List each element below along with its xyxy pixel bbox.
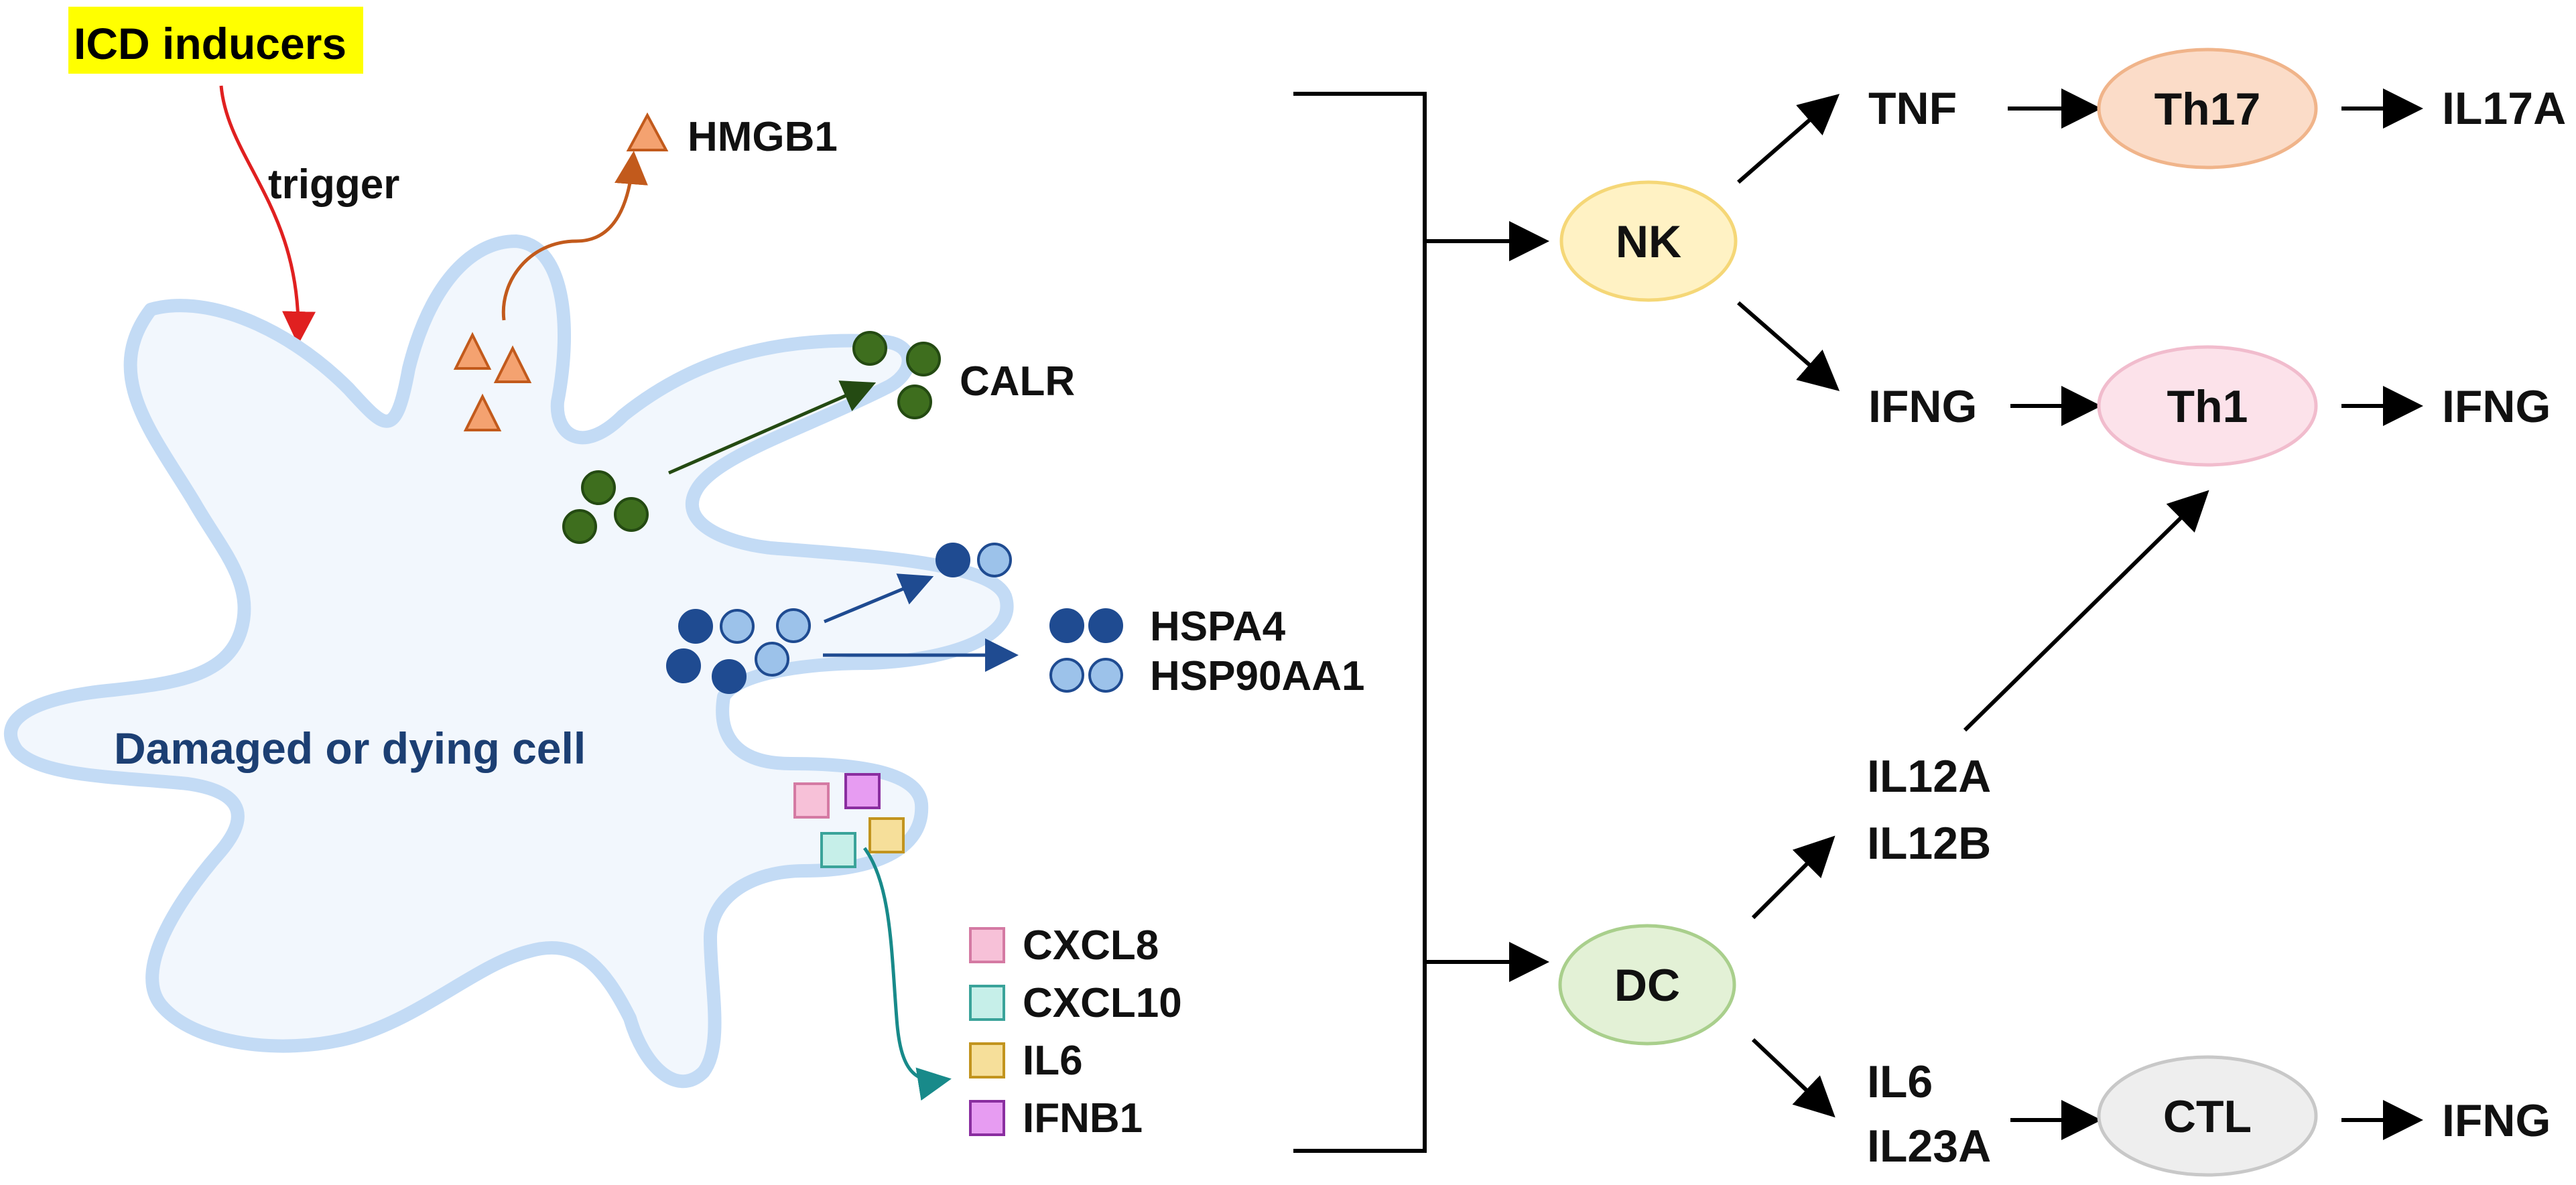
cytokine-squares-inside <box>793 773 905 868</box>
circle-icon <box>776 608 811 643</box>
dc-label: DC <box>1614 960 1680 1011</box>
circle-icon <box>581 470 616 505</box>
square-icon <box>969 1100 1005 1136</box>
triangle-icon <box>493 345 532 383</box>
cytokine-release-arrow <box>862 847 952 1101</box>
circle-icon <box>712 659 747 694</box>
calr-label: CALR <box>960 358 1075 405</box>
circle-icon <box>562 509 597 544</box>
cytokine-label: IFNB1 <box>1023 1095 1143 1141</box>
circle-icon <box>897 385 932 419</box>
hmgb1-release-arrow <box>501 151 648 321</box>
circle-icon <box>936 543 970 577</box>
damaged-cell-shape <box>3 234 1014 1089</box>
circle-icon <box>1049 608 1084 643</box>
circle-icon <box>755 642 789 677</box>
triangle-icon <box>453 332 492 370</box>
bracket <box>1293 92 1427 1153</box>
il17a-label: IL17A <box>2442 83 2566 134</box>
nk-label: NK <box>1616 216 1681 267</box>
inducer-highlight <box>68 7 363 74</box>
square-icon <box>868 817 905 853</box>
circle-icon <box>1049 658 1084 693</box>
hspa4-label: HSPA4 <box>1150 604 1286 650</box>
hmgb1-label: HMGB1 <box>688 114 838 160</box>
circle-icon <box>977 543 1012 577</box>
arrow-dc-il12 <box>1751 835 1836 920</box>
circle-icon <box>906 342 941 376</box>
inducer-label: ICD inducers <box>74 19 346 68</box>
square-icon <box>969 927 1005 963</box>
hmgb1-legend-icon <box>626 112 669 151</box>
hsp-release-arrow-up <box>824 573 934 624</box>
square-icon <box>969 1042 1005 1078</box>
ifng-th1-label: IFNG <box>2442 381 2551 432</box>
trigger-label: trigger <box>268 161 399 208</box>
circle-icon <box>666 648 701 683</box>
tnf-label: TNF <box>1868 83 1957 134</box>
circle-icon <box>1088 608 1123 643</box>
circle-icon <box>678 609 713 644</box>
cytokine-label: IL6 <box>1023 1038 1083 1084</box>
arrow-nk-tnf <box>1737 94 1840 184</box>
calr-release-arrow <box>667 380 877 475</box>
arrow-nk-ifng <box>1737 301 1840 391</box>
cell-label: Damaged or dying cell <box>114 723 586 773</box>
ifng-nk-label: IFNG <box>1868 381 1977 432</box>
dc-cell <box>1558 924 1736 1046</box>
hsp-legend-icons <box>1049 608 1123 693</box>
th1-cell <box>2097 345 2318 467</box>
circle-icon <box>1088 658 1123 693</box>
il23a-label: IL23A <box>1867 1121 1991 1172</box>
nk-cell <box>1559 180 1738 302</box>
circle-icon <box>852 331 887 366</box>
square-icon <box>969 985 1005 1021</box>
ctl-label: CTL <box>2163 1091 2252 1142</box>
cytokine-legend <box>969 927 1005 1136</box>
square-icon <box>820 832 856 868</box>
th17-label: Th17 <box>2154 84 2261 135</box>
square-icon <box>793 782 830 819</box>
arrow-il12-th1 <box>1963 490 2209 732</box>
ctl-cell <box>2097 1055 2318 1177</box>
hmgb1-triangles <box>453 332 532 431</box>
calr-circles <box>562 331 941 544</box>
trigger-arrow <box>219 85 316 345</box>
cytokine-label: CXCL10 <box>1023 980 1182 1026</box>
circle-icon <box>614 497 649 532</box>
hsp-circles-inside <box>666 543 1012 694</box>
il6-dc-label: IL6 <box>1867 1056 1933 1107</box>
hsp90aa1-label: HSP90AA1 <box>1150 653 1364 699</box>
cytokine-label: CXCL8 <box>1023 922 1159 969</box>
il12b-label: IL12B <box>1867 818 1991 869</box>
triangle-icon <box>463 393 502 431</box>
arrow-dc-il6 <box>1751 1038 1836 1118</box>
th17-cell <box>2097 48 2318 169</box>
square-icon <box>844 773 881 809</box>
il12a-label: IL12A <box>1867 751 1991 802</box>
ifng-ctl-label: IFNG <box>2442 1095 2551 1146</box>
circle-icon <box>720 609 755 644</box>
th1-label: Th1 <box>2167 381 2248 432</box>
